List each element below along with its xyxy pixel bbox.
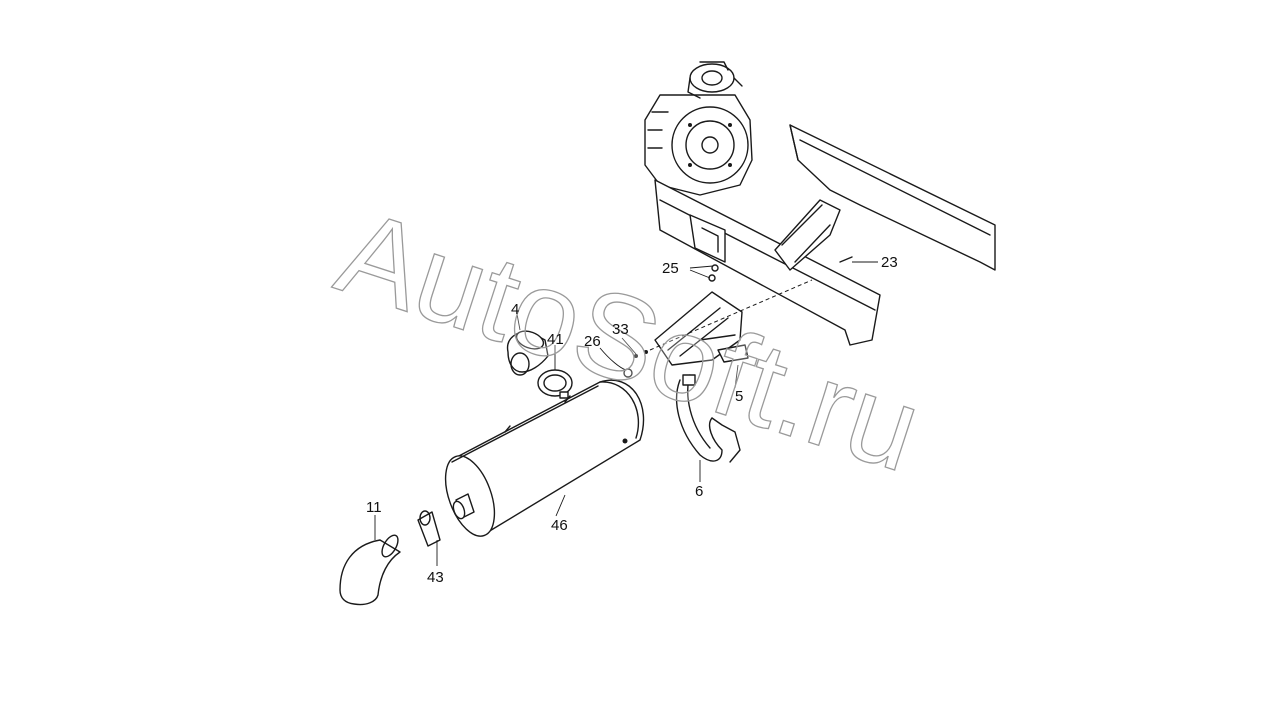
leader-lines [374, 261, 878, 566]
muffler-bracket-drawing [654, 291, 749, 463]
callout-41: 41 [547, 331, 564, 348]
callout-33: 33 [612, 321, 629, 338]
callout-43: 43 [427, 569, 444, 586]
callout-4: 4 [511, 301, 519, 318]
callout-23: 23 [881, 254, 898, 271]
callout-6: 6 [695, 483, 703, 500]
watermark-text: AutoSoft.ru [323, 184, 935, 497]
callout-46: 46 [551, 517, 568, 534]
callout-5: 5 [735, 388, 743, 405]
engine-housing-drawing [644, 61, 753, 196]
callout-25: 25 [662, 260, 679, 277]
tail-pipe-drawing [339, 510, 441, 606]
inlet-pipe-drawing [506, 330, 573, 399]
callout-26: 26 [584, 333, 601, 350]
hardware-drawing [623, 256, 853, 378]
frame-rail-drawing [654, 124, 996, 346]
muffler-drawing [444, 379, 645, 537]
callout-11: 11 [366, 499, 382, 516]
